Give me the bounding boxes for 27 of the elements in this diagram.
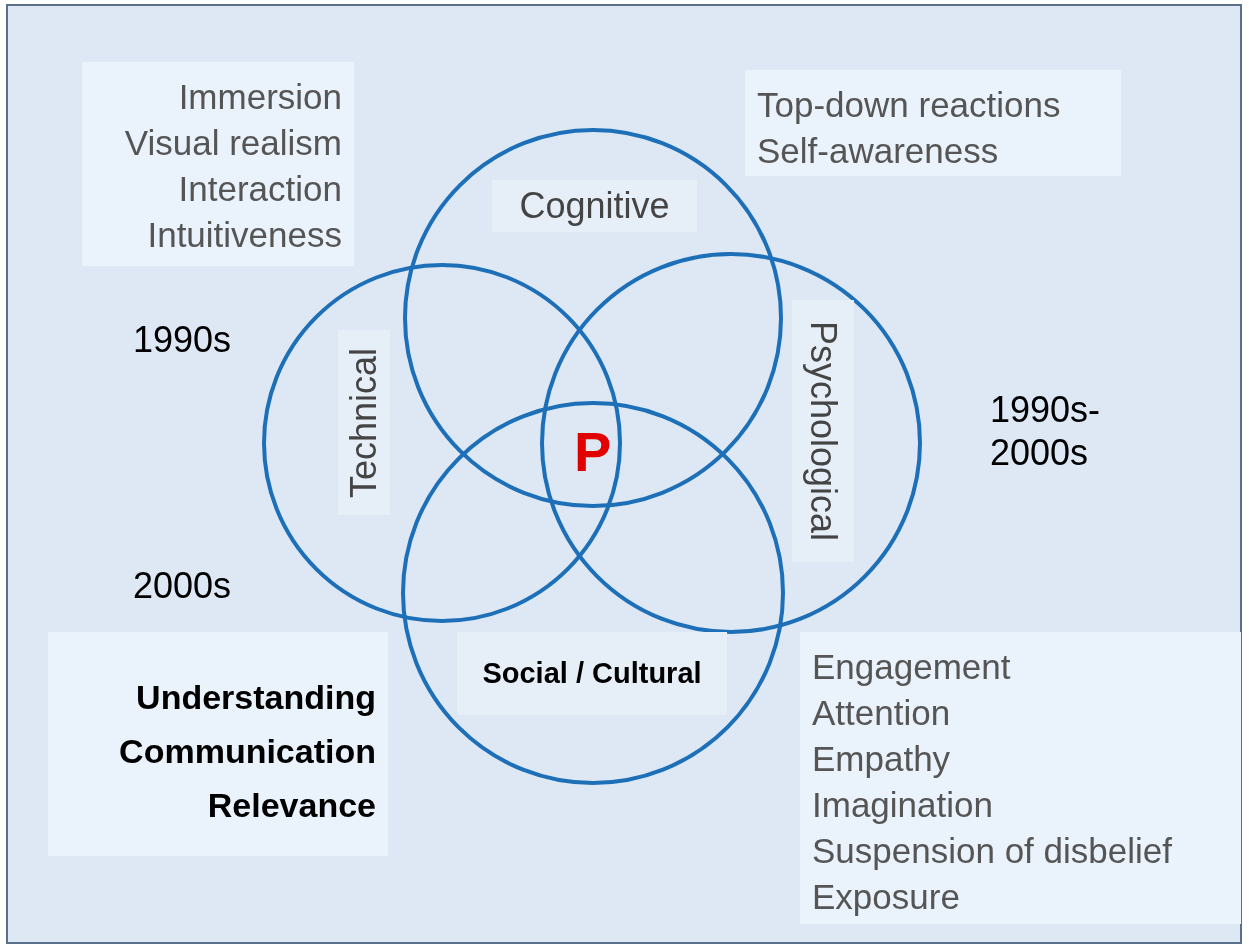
circle-label: Psychological <box>792 300 854 562</box>
venn-circle <box>262 263 622 623</box>
list-item: Visual realism <box>123 122 342 164</box>
list-item: Intuitiveness <box>146 214 342 256</box>
center-letter: P <box>574 419 612 485</box>
list-item: Interaction <box>177 168 342 210</box>
list-item: Attention <box>812 692 952 734</box>
list-item: Self-awareness <box>757 130 1000 172</box>
text-panel <box>800 632 1241 924</box>
list-item: Exposure <box>812 876 961 918</box>
list-item: Suspension of disbelief <box>812 830 1173 872</box>
circle-label: Technical <box>338 330 390 515</box>
list-item: Engagement <box>812 646 1012 688</box>
list-item: Relevance <box>206 785 376 826</box>
list-item: Top-down reactions <box>757 84 1062 126</box>
list-item: Imagination <box>812 784 994 826</box>
era-label: 1990s <box>133 318 233 362</box>
circle-label: Social / Cultural <box>457 632 727 715</box>
venn-circle <box>401 401 785 785</box>
list-item: Empathy <box>812 738 952 780</box>
era-label: 2000s <box>133 564 233 608</box>
circle-label: Cognitive <box>492 180 697 232</box>
venn-circle <box>540 252 922 634</box>
list-item: Immersion <box>177 76 342 118</box>
list-item: Communication <box>118 731 376 772</box>
list-item: Understanding <box>135 677 376 718</box>
era-label: 1990s- 2000s <box>990 388 1102 475</box>
